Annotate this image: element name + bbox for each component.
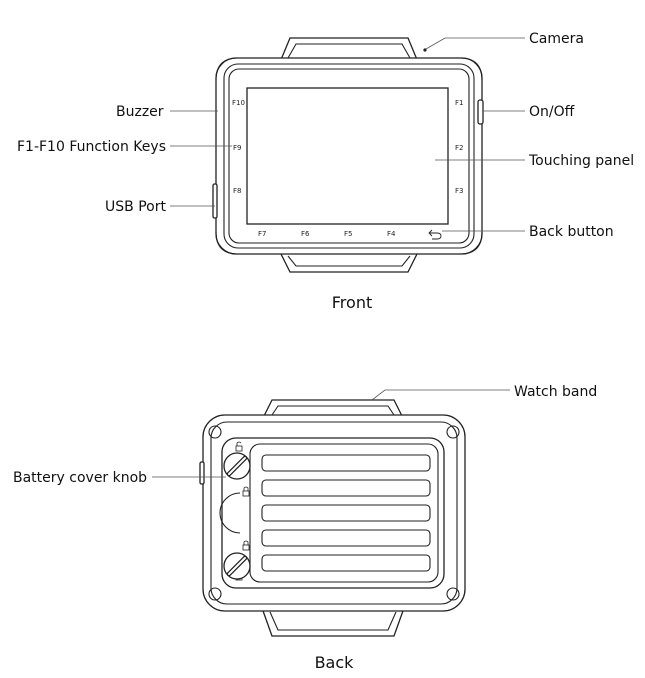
key-f5[interactable]: F5 [344,230,352,238]
label-camera: Camera [529,31,584,47]
battery-cover [221,437,445,589]
key-f9[interactable]: F9 [233,144,241,152]
label-touching-panel: Touching panel [528,153,634,169]
label-function-keys: F1-F10 Function Keys [17,139,166,155]
touch-screen[interactable] [246,87,449,225]
label-buzzer: Buzzer [116,104,164,120]
key-f2[interactable]: F2 [455,144,463,152]
label-on-off: On/Off [529,104,575,120]
back-watch-band-bottom [261,607,405,637]
key-f7[interactable]: F7 [258,230,266,238]
front-view: F1 F2 F3 F4 F5 F6 F7 F8 F9 F10 Camera Bu… [17,31,634,312]
caption-front: Front [332,293,372,312]
front-watch-band-bottom [278,251,420,273]
label-usb-port: USB Port [105,199,166,215]
key-f10[interactable]: F10 [232,99,245,107]
back-arrow-icon[interactable] [430,232,442,240]
caption-back: Back [315,653,355,672]
key-f3[interactable]: F3 [455,187,463,195]
key-f6[interactable]: F6 [301,230,310,238]
on-off-button[interactable] [477,99,484,125]
camera-icon [423,48,427,52]
battery-cover-knob-top[interactable] [223,452,251,480]
key-f4[interactable]: F4 [387,230,396,238]
usb-port [212,183,218,219]
key-f8[interactable]: F8 [233,187,241,195]
label-battery-cover-knob: Battery cover knob [13,470,147,486]
label-watch-band: Watch band [514,384,597,400]
back-view: Watch band Battery cover knob Back [13,384,597,672]
label-back-button: Back button [529,224,614,240]
key-f1[interactable]: F1 [455,99,463,107]
battery-cover-knob-bottom[interactable] [223,552,251,580]
